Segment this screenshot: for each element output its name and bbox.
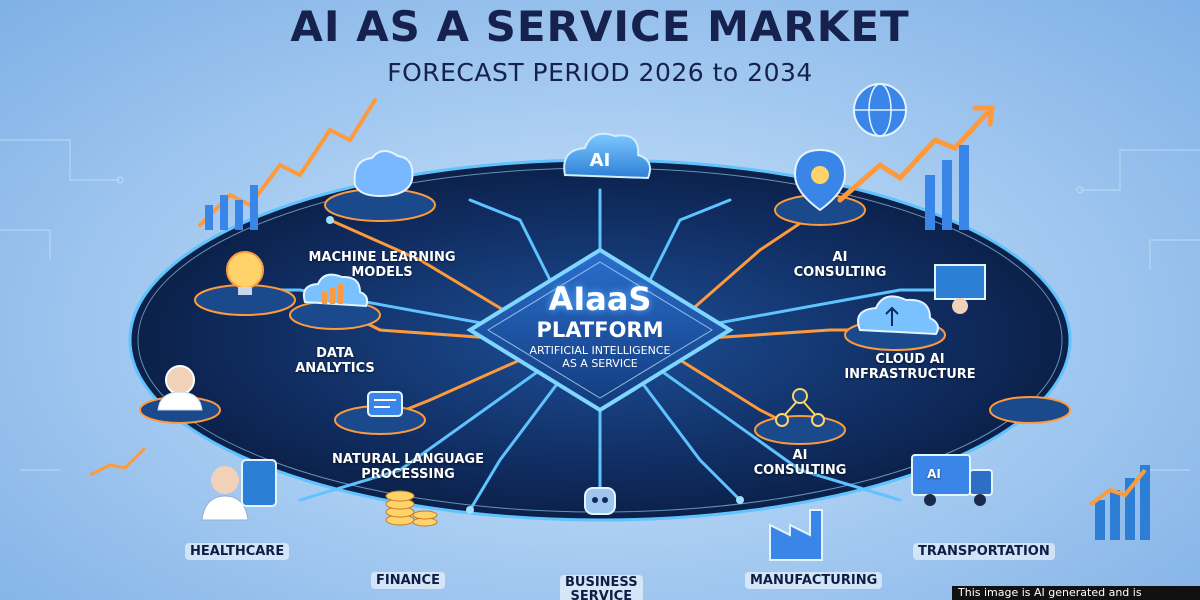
node-nlp: NATURAL LANGUAGE PROCESSING <box>318 452 498 482</box>
industry-finance: FINANCE <box>371 572 445 589</box>
node-ai-consulting-bottom: AI CONSULTING <box>740 448 860 478</box>
ai-cloud-icon <box>563 132 651 180</box>
platform-description-line2: AS A SERVICE <box>562 357 638 370</box>
node-data-line1: DATA <box>316 346 354 361</box>
factory-icon <box>769 509 823 561</box>
growth-line-bottom-left <box>89 446 147 477</box>
node-data-analytics: DATA ANALYTICS <box>280 346 390 376</box>
network-consulting-icon <box>775 388 825 427</box>
node-consult-bottom-line1: AI <box>792 448 808 463</box>
doctor-icon <box>157 365 203 411</box>
truck-icon <box>911 454 993 506</box>
industry-business-line2: SERVICE <box>570 589 633 600</box>
industry-business-service: BUSINESS SERVICE <box>560 575 643 600</box>
platform-subtitle: PLATFORM <box>536 318 664 342</box>
growth-chart-left <box>198 98 377 227</box>
robot-icon <box>584 487 616 515</box>
healthcare-doctor-icon <box>201 459 277 521</box>
node-consult-bottom-line2: CONSULTING <box>753 463 847 478</box>
brain-icon <box>353 150 414 198</box>
coins-icon <box>385 490 438 527</box>
node-ml-line1: MACHINE LEARNING <box>308 250 456 265</box>
lightbulb-icon <box>226 251 264 295</box>
chat-bubble-icon <box>367 391 403 417</box>
truck-ai-label: AI <box>927 467 941 481</box>
growth-bars-left <box>205 185 258 230</box>
industry-business-line1: BUSINESS <box>565 575 638 590</box>
platform-description-line1: ARTIFICIAL INTELLIGENCE <box>529 344 671 357</box>
growth-line-bottom-right <box>1088 468 1147 507</box>
presenter-icon <box>934 264 986 314</box>
industry-transportation: TRANSPORTATION <box>913 543 1055 560</box>
industry-manufacturing: MANUFACTURING <box>745 572 883 589</box>
cloud-infrastructure-icon <box>857 295 939 336</box>
node-cloud-line2: INFRASTRUCTURE <box>844 367 976 382</box>
platform-description: ARTIFICIAL INTELLIGENCE AS A SERVICE <box>480 344 720 370</box>
node-ml-line2: MODELS <box>351 265 413 280</box>
page-title: AI AS A SERVICE MARKET <box>290 2 910 51</box>
growth-arrow-right <box>837 105 995 203</box>
platform-title: AIaaS <box>548 280 652 318</box>
node-consult-top-line2: CONSULTING <box>793 265 887 280</box>
industry-healthcare: HEALTHCARE <box>185 543 290 560</box>
platform-diamond <box>466 247 734 413</box>
page-subtitle: FORECAST PERIOD 2026 to 2034 <box>387 58 813 87</box>
globe-icon <box>853 83 907 137</box>
growth-bars-bottom-right <box>1095 465 1150 540</box>
node-nlp-line2: PROCESSING <box>361 467 455 482</box>
analytics-cloud-icon <box>302 273 369 308</box>
node-nlp-line1: NATURAL LANGUAGE <box>332 452 484 467</box>
node-cloud-line1: CLOUD AI <box>875 352 945 367</box>
ai-generated-disclaimer: This image is AI generated and is <box>952 586 1200 600</box>
node-ai-consulting-top: AI CONSULTING <box>780 250 900 280</box>
growth-bars-right <box>925 145 969 230</box>
location-pin-icon <box>793 148 847 212</box>
node-cloud-ai-infrastructure: CLOUD AI INFRASTRUCTURE <box>840 352 980 382</box>
ai-cloud-label: AI <box>589 150 611 171</box>
node-machine-learning: MACHINE LEARNING MODELS <box>292 250 472 280</box>
node-data-line2: ANALYTICS <box>295 361 375 376</box>
node-consult-top-line1: AI <box>832 250 848 265</box>
